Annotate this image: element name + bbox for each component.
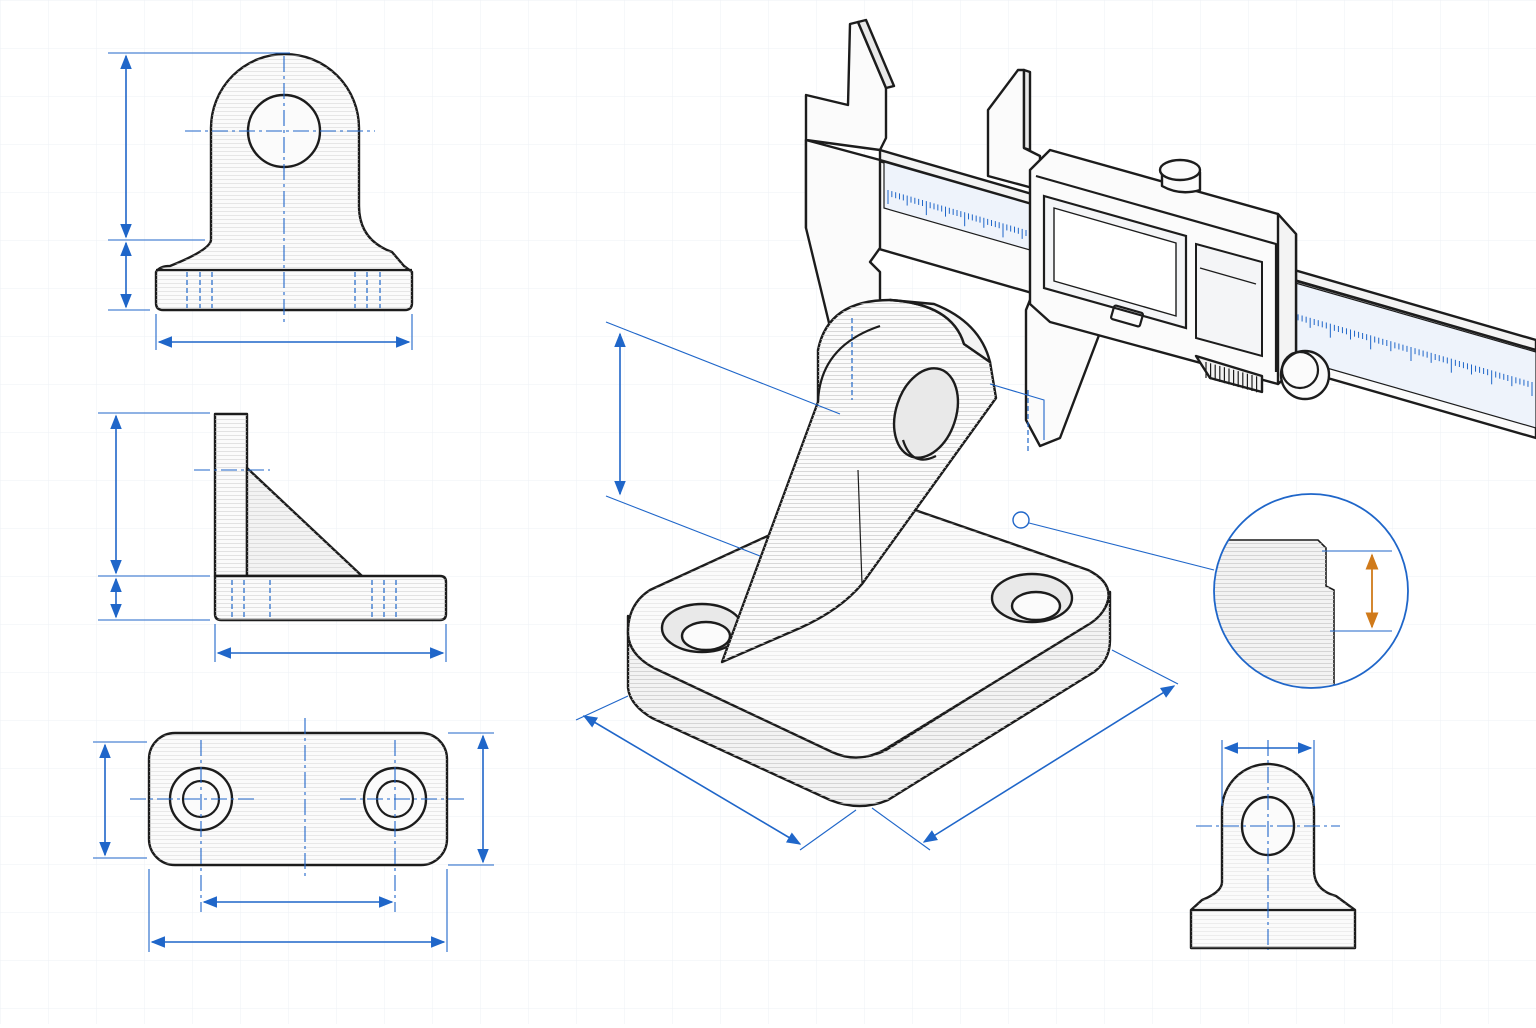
detail-circle bbox=[1213, 493, 1409, 689]
thumb-wheel-icon bbox=[1279, 349, 1331, 401]
front-view bbox=[108, 52, 414, 350]
caliper-button bbox=[1110, 304, 1144, 328]
digital-caliper bbox=[804, 18, 1536, 448]
isometric-width-dimension bbox=[922, 685, 1176, 843]
top-view bbox=[93, 718, 494, 952]
lock-screw-icon bbox=[1158, 158, 1202, 182]
isometric-depth-dimension bbox=[582, 715, 802, 845]
small-front-view bbox=[1189, 740, 1357, 950]
side-view bbox=[98, 412, 448, 662]
isometric-view bbox=[575, 298, 1179, 851]
detail-marker bbox=[1012, 511, 1030, 529]
detail-view bbox=[1012, 493, 1409, 689]
